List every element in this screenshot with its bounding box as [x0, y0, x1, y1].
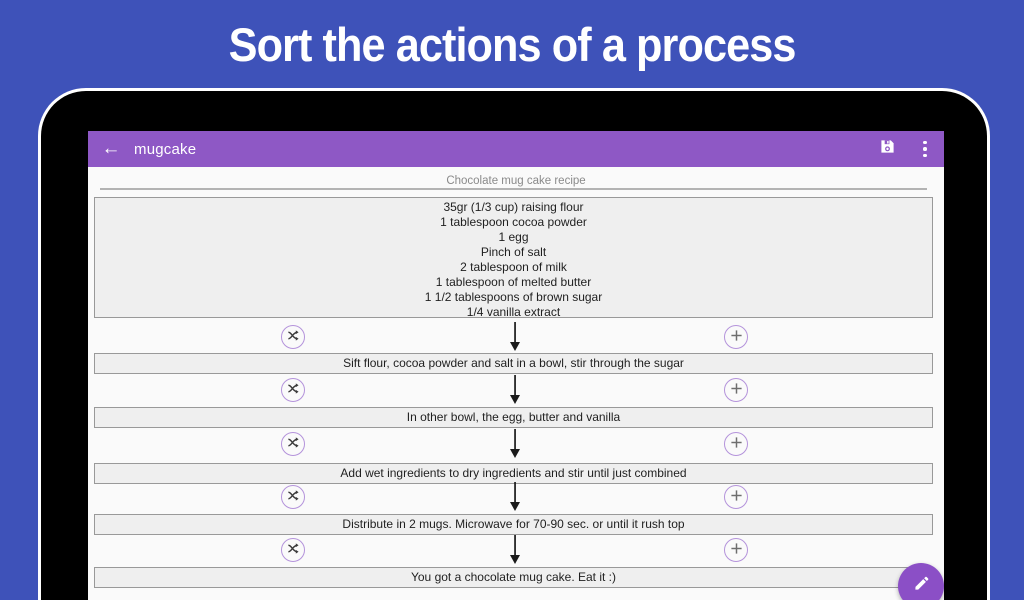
step-box[interactable]: In other bowl, the egg, butter and vanil… — [94, 407, 933, 428]
shuffle-button[interactable] — [281, 378, 305, 402]
step-box[interactable]: Sift flour, cocoa powder and salt in a b… — [94, 353, 933, 374]
action-row — [88, 477, 944, 517]
floppy-disk-icon — [880, 139, 895, 159]
step-box[interactable]: Distribute in 2 mugs. Microwave for 70-9… — [94, 514, 933, 535]
plus-icon — [730, 382, 743, 398]
arrow-down-icon — [508, 322, 522, 357]
tablet-frame: ← mugcake Chocolate mug cake — [38, 88, 990, 600]
app-screen: ← mugcake Chocolate mug cake — [88, 131, 944, 600]
vertical-ellipsis-icon — [923, 140, 927, 158]
arrow-down-icon — [508, 482, 522, 517]
banner-title: Sort the actions of a process — [228, 17, 797, 71]
arrow-down-icon — [508, 429, 522, 464]
plus-icon — [730, 489, 743, 505]
arrow-down-icon — [508, 375, 522, 410]
shuffle-icon — [287, 329, 300, 345]
overflow-menu-button[interactable] — [906, 131, 944, 167]
arrow-down-icon — [508, 535, 522, 570]
shuffle-icon — [287, 542, 300, 558]
shuffle-button[interactable] — [281, 325, 305, 349]
insert-step-button[interactable] — [724, 538, 748, 562]
save-button[interactable] — [868, 131, 906, 167]
step-box[interactable]: Add wet ingredients to dry ingredients a… — [94, 463, 933, 484]
action-row — [88, 317, 944, 357]
ingredients-box[interactable]: 35gr (1/3 cup) raising flour 1 tablespoo… — [94, 197, 933, 319]
shuffle-button[interactable] — [281, 432, 305, 456]
recipe-title-field[interactable]: Chocolate mug cake recipe — [446, 175, 586, 187]
plus-icon — [730, 329, 743, 345]
action-row — [88, 424, 944, 464]
back-button[interactable]: ← — [88, 138, 134, 160]
insert-step-button[interactable] — [724, 378, 748, 402]
shuffle-icon — [287, 489, 300, 505]
shuffle-button[interactable] — [281, 485, 305, 509]
step-box[interactable]: You got a chocolate mug cake. Eat it :) — [94, 567, 933, 588]
plus-icon — [730, 542, 743, 558]
shuffle-button[interactable] — [281, 538, 305, 562]
action-row — [88, 370, 944, 410]
pencil-icon — [912, 575, 930, 598]
action-row — [88, 530, 944, 570]
insert-step-button[interactable] — [724, 432, 748, 456]
arrow-left-icon: ← — [101, 138, 121, 159]
app-bar: ← mugcake — [88, 131, 944, 167]
shuffle-icon — [287, 382, 300, 398]
title-underline — [100, 188, 927, 190]
promo-banner: Sort the actions of a process — [0, 0, 1024, 88]
edit-fab[interactable] — [898, 563, 944, 600]
app-title: mugcake — [134, 140, 197, 158]
shuffle-icon — [287, 436, 300, 452]
plus-icon — [730, 436, 743, 452]
insert-step-button[interactable] — [724, 485, 748, 509]
insert-step-button[interactable] — [724, 325, 748, 349]
